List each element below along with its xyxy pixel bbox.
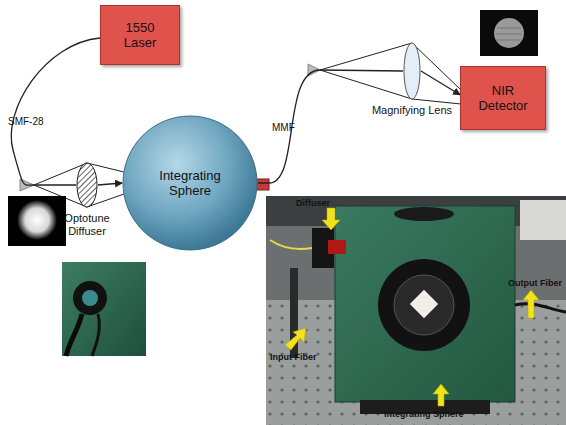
node-label: NIR Detector [473,83,533,113]
callout-arrow [433,384,449,406]
edge-label: SMF-28 [8,116,44,127]
beam-cone [412,99,461,104]
setup-photo [515,304,566,312]
diffuser-photo [62,262,146,356]
setup-photo [410,290,438,318]
setup-photo [394,207,454,221]
callout-arrow [285,328,306,350]
beam-image-detector [497,28,521,29]
beam-image-detector [494,18,524,48]
beam-image-detector [480,10,538,56]
setup-photo [394,275,454,335]
sphere-circle: Integrating Sphere [122,115,258,251]
fiber-connector [98,183,122,185]
setup-photo [270,240,312,249]
diffuser-photo [73,281,107,315]
beam-image-input [8,196,66,246]
lens-ellipse [403,42,421,100]
diffuser-ellipse [76,162,98,208]
beam-cone [320,43,412,70]
beam-image-detector [496,34,522,35]
setup-photo [335,206,515,402]
node-label: Optotune Diffuser [55,212,119,238]
photo-label: Input Fiber [270,352,317,362]
edge-label: MMF [272,122,295,133]
setup-photo [520,200,566,240]
lens-ellipse [404,43,420,99]
laser-box: 1550 Laser [100,5,180,65]
beam-image-input [8,196,66,246]
beam-image-detector [497,40,521,41]
diffuser-photo [82,290,98,306]
setup-photo [266,196,566,425]
setup-photo [378,259,470,351]
photo-label: Integrating Sphere [384,409,464,419]
beam-cone [320,70,412,99]
diffuser-photo [62,262,146,356]
callout-arrow [285,208,539,406]
fiber-connector [258,70,403,183]
diffuser-ellipse: Optotune Diffuser [76,162,98,208]
beam-image-input [17,200,57,240]
node-label: Integrating Sphere [148,168,232,198]
diffuser-photo [92,314,99,356]
photo-label: Output Fiber [508,278,562,288]
setup-photo [266,196,566,425]
setup-photo [328,240,346,254]
detector-box: NIR Detector [460,66,546,130]
diffuser-photo [66,314,82,356]
beam-image-detector [480,10,538,56]
diffuser-ellipse [77,163,97,207]
callout-arrow [523,290,539,318]
sphere-circle [123,116,257,250]
node-label: Magnifying Lens [372,104,452,117]
callout-arrow [322,208,340,230]
node-label: 1550 Laser [115,20,165,50]
fiber-connector [421,71,460,95]
photo-label: Diffuser [296,198,330,208]
lens-ellipse: Magnifying Lens [403,42,421,100]
